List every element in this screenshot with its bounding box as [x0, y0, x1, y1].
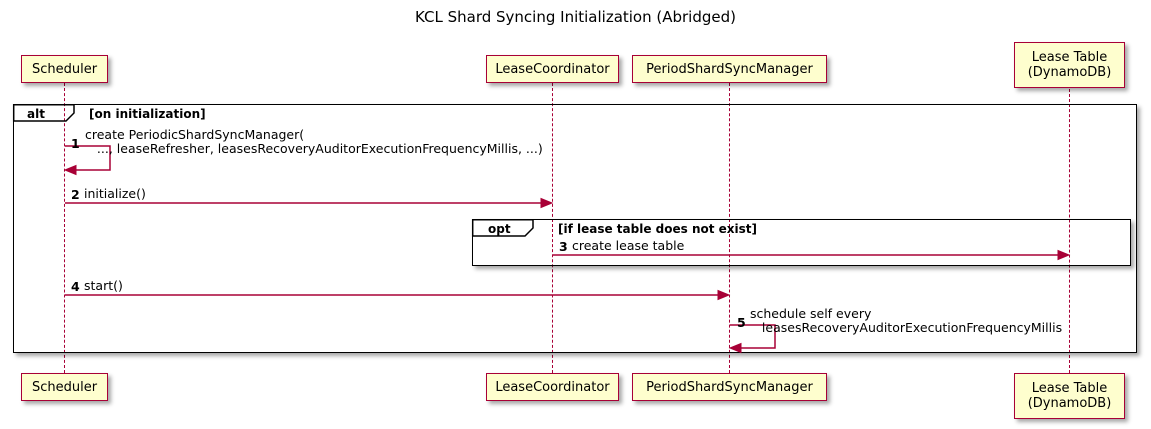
message-2-number: 2	[71, 187, 80, 202]
participant-bottom-period-shard-sync-manager[interactable]: PeriodShardSyncManager	[632, 373, 827, 401]
message-4-number: 4	[71, 279, 80, 294]
message-5-number: 5	[737, 315, 746, 330]
message-3-text-line1: create lease table	[572, 238, 685, 253]
participant-top-scheduler[interactable]: Scheduler	[21, 55, 108, 83]
fragment-alt-condition: [on initialization]	[89, 107, 206, 121]
message-5-text-line2: leasesRecoveryAuditorExecutionFrequencyM…	[750, 320, 1063, 335]
message-4-text-line1: start()	[84, 278, 123, 293]
fragment-opt-box	[472, 219, 1131, 266]
message-1-text-line1: create PeriodicShardSyncManager(	[85, 127, 305, 142]
participant-bottom-scheduler[interactable]: Scheduler	[21, 373, 108, 401]
message-5-text-line1: schedule self every	[750, 306, 872, 321]
participant-bottom-lease-table[interactable]: Lease Table (DynamoDB)	[1014, 373, 1125, 419]
participant-top-period-shard-sync-manager[interactable]: PeriodShardSyncManager	[632, 55, 827, 83]
lifeline-lease-table	[1069, 89, 1070, 373]
participant-top-lease-coordinator[interactable]: LeaseCoordinator	[486, 55, 619, 83]
fragment-alt-label: alt	[27, 107, 45, 121]
diagram-title: KCL Shard Syncing Initialization (Abridg…	[415, 8, 736, 26]
message-3-number: 3	[559, 239, 568, 254]
lifeline-scheduler	[64, 83, 65, 373]
fragment-opt-label: opt	[488, 222, 511, 236]
fragment-alt-box	[13, 104, 1137, 353]
lifeline-period-shard-sync-manager	[729, 83, 730, 373]
participant-top-lease-table[interactable]: Lease Table (DynamoDB)	[1014, 42, 1125, 88]
message-1-number: 1	[71, 136, 80, 151]
lifeline-lease-coordinator	[552, 83, 553, 373]
fragment-opt-condition: [if lease table does not exist]	[558, 222, 758, 236]
message-2-text-line1: initialize()	[84, 186, 146, 201]
participant-bottom-lease-coordinator[interactable]: LeaseCoordinator	[486, 373, 619, 401]
message-1-text-line2: ..., leaseRefresher, leasesRecoveryAudit…	[85, 141, 543, 156]
